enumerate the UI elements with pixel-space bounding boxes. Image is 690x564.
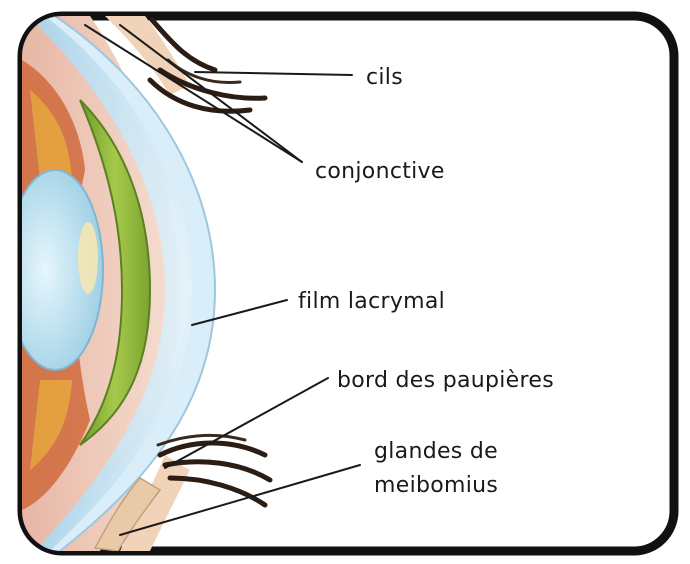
lens-highlight [78, 222, 98, 294]
label-glandes-line1: glandes de [374, 439, 498, 464]
label-glandes-line2: meibomius [374, 473, 498, 498]
label-cils: cils [366, 65, 403, 90]
label-film-lacrymal: film lacrymal [298, 289, 445, 314]
label-bord-paupieres: bord des paupières [337, 368, 554, 393]
label-conjonctive: conjonctive [315, 159, 445, 184]
